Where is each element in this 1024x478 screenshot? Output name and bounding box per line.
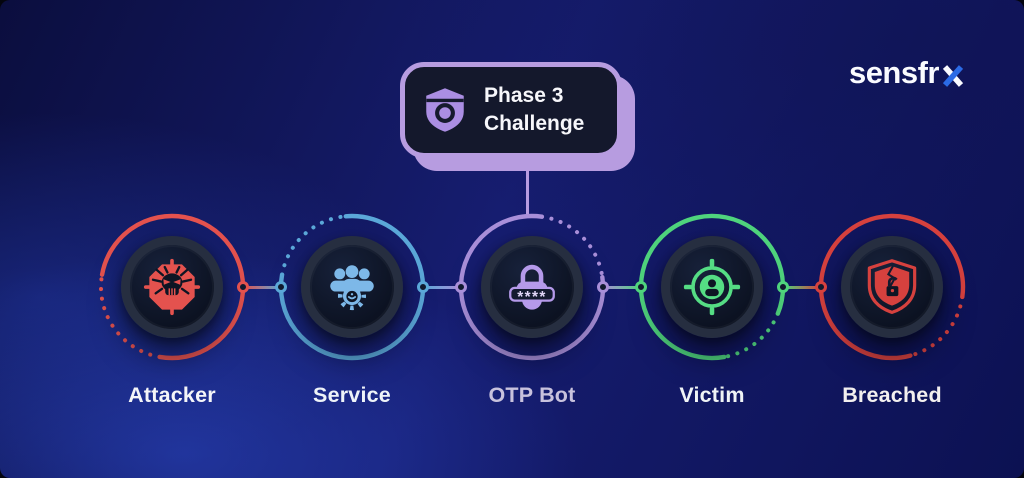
connector-dot-service-left — [275, 281, 287, 293]
breached-ring — [818, 213, 966, 361]
logo-x-icon — [942, 65, 964, 87]
node-label-otp-bot: OTP Bot — [488, 383, 576, 407]
callout-card: Phase 3 Challenge — [400, 62, 622, 158]
attacker-disc — [121, 236, 223, 338]
connector-dot-victim-right — [777, 281, 789, 293]
node-breached: Breached — [812, 207, 972, 407]
logo-text: sensfr — [848, 55, 940, 90]
connector-dot-otp-left — [455, 281, 467, 293]
connector-dot-victim-left — [635, 281, 647, 293]
sensfrx-logo: sensfr — [849, 55, 966, 91]
shield-camera-icon — [426, 88, 464, 132]
victim-ring — [638, 213, 786, 361]
callout-text: Phase 3 Challenge — [484, 82, 584, 137]
link-victim-breached — [783, 285, 821, 289]
node-victim: Victim — [632, 207, 792, 407]
victim-disc — [661, 236, 763, 338]
node-label-victim: Victim — [679, 383, 745, 407]
connector-dot-attacker-right — [237, 281, 249, 293]
connector-dot-breached-left — [815, 281, 827, 293]
node-attacker: Attacker — [92, 207, 252, 407]
breached-disc — [841, 236, 943, 338]
node-label-service: Service — [313, 383, 391, 407]
link-service-otpbot — [423, 285, 461, 289]
service-disc — [301, 236, 403, 338]
callout-line1: Phase 3 — [484, 84, 564, 108]
service-ring — [278, 213, 426, 361]
connector-dot-otp-right — [597, 281, 609, 293]
link-attacker-service — [243, 285, 281, 289]
phase-callout: Phase 3 Challenge — [400, 62, 635, 171]
otp-mask-text: **** — [517, 289, 546, 306]
node-service: Service — [272, 207, 432, 407]
malware-skull-icon — [143, 258, 201, 316]
callout-connector-line — [525, 158, 529, 216]
target-user-icon — [683, 258, 741, 316]
password-lock-icon: **** — [509, 264, 555, 310]
connector-dot-service-right — [417, 281, 429, 293]
link-otpbot-victim — [603, 285, 641, 289]
users-gear-icon — [330, 265, 374, 311]
callout-line2: Challenge — [484, 112, 585, 135]
breached-shield-icon — [867, 259, 917, 314]
otp-bot-disc: **** — [481, 236, 583, 338]
otp-bot-ring — [458, 213, 606, 361]
node-label-breached: Breached — [842, 383, 942, 407]
attacker-ring — [99, 213, 246, 361]
node-otp-bot: **** OTP Bot — [452, 207, 612, 407]
node-label-attacker: Attacker — [128, 383, 216, 407]
